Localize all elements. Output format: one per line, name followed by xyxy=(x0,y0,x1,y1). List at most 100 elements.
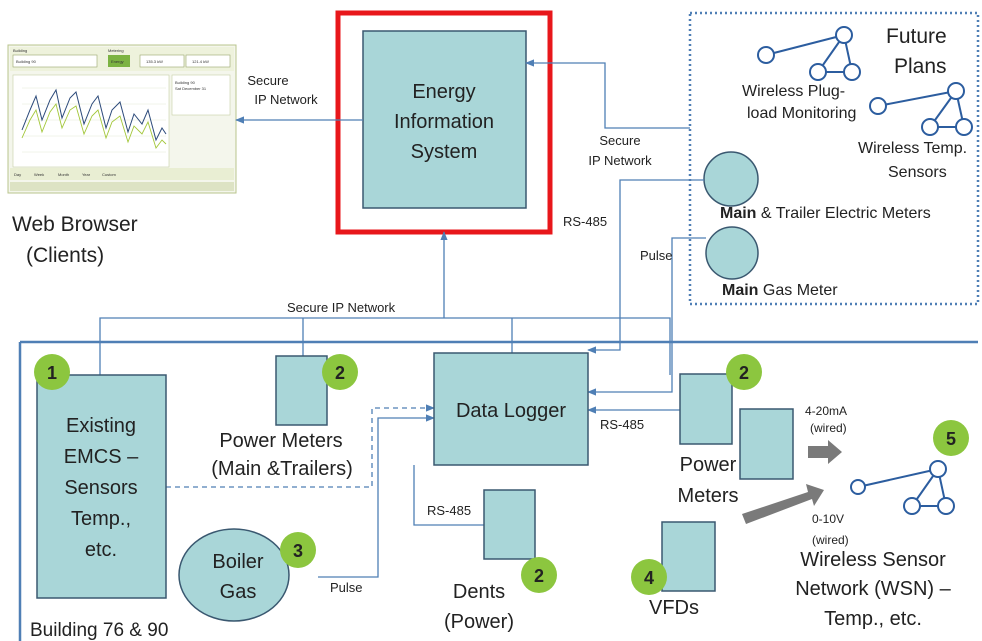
secure-ip-2-line2: IP Network xyxy=(588,153,652,168)
v-wired-label: (wired) xyxy=(812,533,849,547)
future-plans-title-2: Plans xyxy=(894,55,947,78)
wsn-label-2: Network (WSN) – xyxy=(795,578,951,600)
emcs-label-1: Existing xyxy=(66,415,136,437)
wsn-label-1: Wireless Sensor xyxy=(800,549,946,571)
main-electric-meter-icon xyxy=(703,151,759,207)
wireless-temp-label-2: Sensors xyxy=(888,164,947,181)
emcs-label-4: Temp., xyxy=(71,508,131,530)
screenshot-building-value: Building 90 xyxy=(16,59,37,64)
power-meters-box xyxy=(275,355,328,426)
dents-meter-box xyxy=(483,489,536,560)
screenshot-tab-custom: Custom xyxy=(102,172,116,177)
data-logger-box xyxy=(433,352,589,466)
badge-wsn-number: 5 xyxy=(946,429,956,449)
data-logger-label: Data Logger xyxy=(456,400,566,422)
v-label: 0-10V xyxy=(812,512,844,526)
right-power-meter-box-1 xyxy=(679,373,733,445)
pulse-top-label: Pulse xyxy=(640,248,673,263)
screenshot-tab-month: Month xyxy=(58,172,69,177)
screenshot-building-label: Building xyxy=(13,48,27,53)
wireless-temp-network-icon xyxy=(869,82,973,136)
badge-right-power-number: 2 xyxy=(739,363,749,383)
web-browser-screenshot: Building Building 90 Metering Energy 135… xyxy=(7,44,237,194)
secure-ip-2-line1: Secure xyxy=(599,133,640,148)
gas-meter-label-rest: Gas Meter xyxy=(758,282,838,299)
emcs-label-2: EMCS – xyxy=(64,446,139,468)
web-browser-label-2: (Clients) xyxy=(26,244,104,267)
wired-signal-arrows xyxy=(742,440,842,524)
rs485-power-label: RS-485 xyxy=(600,417,644,432)
pulse-boiler-label: Pulse xyxy=(330,580,363,595)
wsn-network-icon xyxy=(850,460,955,515)
electric-meters-label-rest: & Trailer Electric Meters xyxy=(756,205,930,222)
secure-ip-1-line1: Secure xyxy=(247,73,288,88)
badge-vfds-number: 4 xyxy=(644,568,654,588)
energy-information-system-box xyxy=(362,30,527,209)
screenshot-value-2: 121.4 kW xyxy=(192,59,209,64)
ma-wired-label: (wired) xyxy=(810,421,847,435)
web-browser-label-1: Web Browser xyxy=(12,213,138,236)
v-arrow xyxy=(742,484,824,524)
screenshot-series-b xyxy=(21,102,167,149)
eis-label-3: System xyxy=(411,141,478,163)
screenshot-chart-area xyxy=(12,74,170,168)
power-meters-label-2: (Main &Trailers) xyxy=(211,458,353,480)
screenshot-energy-button xyxy=(108,55,130,67)
rs485-dents-label: RS-485 xyxy=(427,503,471,518)
secure-ip-bus-label: Secure IP Network xyxy=(287,300,396,315)
screenshot-metering-label: Metering xyxy=(108,48,124,53)
screenshot-side-line-1: Building 90 xyxy=(175,80,196,85)
badge-dents-number: 2 xyxy=(534,566,544,586)
screenshot-value-1: 135.3 kW xyxy=(146,59,163,64)
dents-label-1: Dents xyxy=(453,581,505,603)
main-gas-meter-icon xyxy=(705,226,759,280)
wireless-temp-label-1: Wireless Temp. xyxy=(858,140,967,157)
right-power-label-1: Power xyxy=(680,454,737,476)
badge-power-meters-number: 2 xyxy=(335,363,345,383)
right-power-label-2: Meters xyxy=(677,485,738,507)
badge-boiler: 3 xyxy=(280,532,316,568)
electric-meters-label-bold: Main xyxy=(720,205,756,222)
vfds-label: VFDs xyxy=(649,597,699,619)
screenshot-tab-day: Day xyxy=(14,172,21,177)
screenshot-tab-year: Year xyxy=(82,172,91,177)
electric-meters-label: Main & Trailer Electric Meters xyxy=(720,205,931,222)
gas-meter-label-bold: Main xyxy=(722,282,758,299)
vfd-box xyxy=(661,521,716,592)
badge-power-meters: 2 xyxy=(322,354,358,390)
boiler-label-1: Boiler xyxy=(212,551,263,573)
wireless-plug-label-1: Wireless Plug- xyxy=(742,83,845,100)
secure-ip-1-line2: IP Network xyxy=(254,92,318,107)
screenshot-button-label: Energy xyxy=(111,59,124,64)
badge-dents: 2 xyxy=(521,557,557,593)
ma-label: 4-20mA xyxy=(805,404,847,418)
existing-emcs-box xyxy=(36,374,167,599)
emcs-label-5: etc. xyxy=(85,539,117,561)
badge-emcs: 1 xyxy=(34,354,70,390)
wireless-plug-load-network-icon xyxy=(757,26,861,81)
ma-arrow xyxy=(808,440,842,464)
dents-label-2: (Power) xyxy=(444,611,514,633)
building-label: Building 76 & 90 xyxy=(30,620,168,641)
eis-label-2: Information xyxy=(394,111,494,133)
badge-right-power: 2 xyxy=(726,354,762,390)
screenshot-tab-week: Week xyxy=(34,172,44,177)
future-plans-title-1: Future xyxy=(886,25,947,48)
emcs-label-3: Sensors xyxy=(64,477,137,499)
power-meters-label-1: Power Meters xyxy=(219,430,342,452)
boiler-gas-meter xyxy=(178,528,290,622)
badge-emcs-number: 1 xyxy=(47,363,57,383)
badge-wsn: 5 xyxy=(933,420,969,456)
rs485-top-label: RS-485 xyxy=(563,214,607,229)
wireless-plug-label-2: load Monitoring xyxy=(747,105,856,122)
screenshot-series-a xyxy=(21,88,167,142)
boiler-label-2: Gas xyxy=(220,581,257,603)
gas-meter-label: Main Gas Meter xyxy=(722,282,838,299)
connector-lines xyxy=(18,59,978,641)
screenshot-side-line-2: Sat December 31 xyxy=(175,86,207,91)
wsn-label-3: Temp., etc. xyxy=(824,608,922,630)
right-power-meter-box-2 xyxy=(739,408,794,480)
eis-label-1: Energy xyxy=(412,81,475,103)
badge-boiler-number: 3 xyxy=(293,541,303,561)
